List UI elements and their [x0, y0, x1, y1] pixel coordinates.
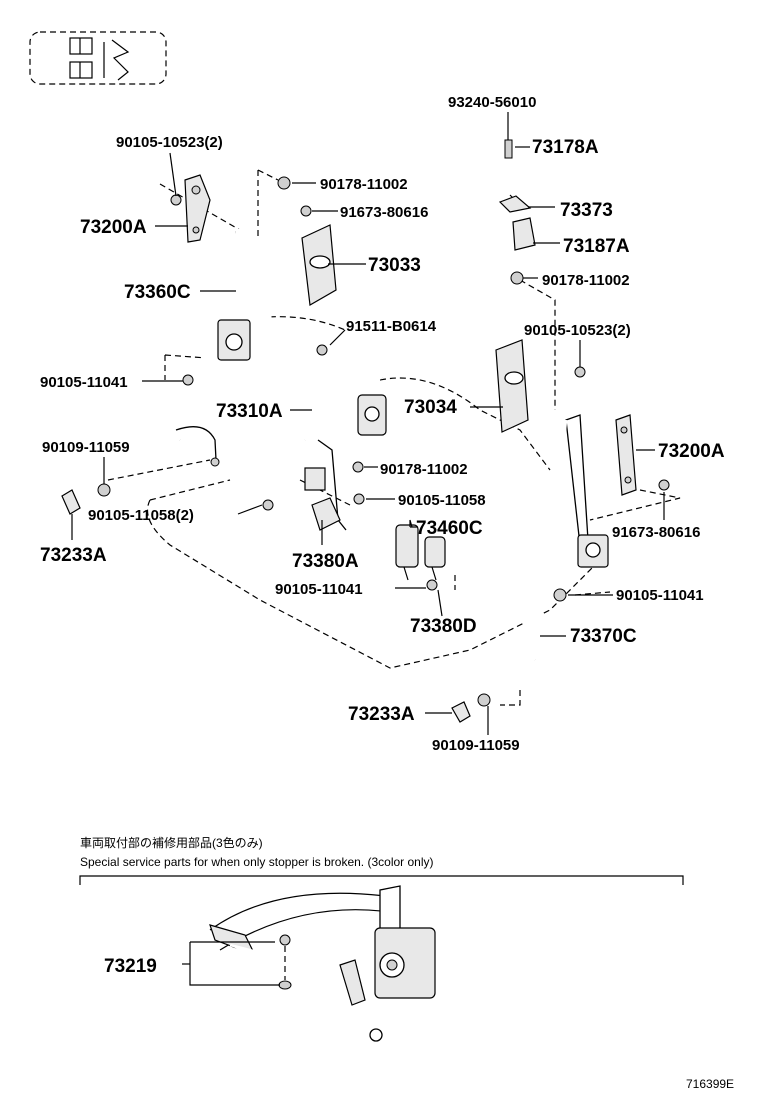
pillar-trim-73033 — [301, 224, 337, 306]
label-73380A: 73380A — [292, 551, 359, 572]
label-90105-11041-mid: 90105-11041 — [275, 581, 363, 598]
leader-lines — [71, 112, 665, 735]
label-73187A: 73187A — [563, 236, 630, 257]
label-90105-10523-right: 90105-10523(2) — [524, 322, 631, 339]
label-90105-10523-left: 90105-10523(2) — [116, 134, 223, 151]
center-belt-assembly — [303, 362, 387, 531]
part-labels: 93240-56010 73178A 73373 73187A 90178-11… — [40, 94, 725, 754]
label-90109-11059-bottom: 90109-11059 — [432, 737, 520, 754]
label-73033: 73033 — [368, 255, 421, 276]
label-93240-56010: 93240-56010 — [448, 94, 536, 111]
note-japanese: 車両取付部の補修用部品(3色のみ) — [80, 835, 263, 850]
label-73373: 73373 — [560, 200, 613, 221]
label-73360C: 73360C — [124, 282, 191, 303]
pillar-trim-73034 — [495, 339, 529, 433]
label-90178-11002-mid: 90178-11002 — [380, 461, 468, 478]
label-73034: 73034 — [404, 397, 457, 418]
roof-anchor-parts — [498, 139, 536, 285]
label-90178-11002-left: 90178-11002 — [320, 176, 408, 193]
stopper-detail-inset: 73219 — [104, 885, 436, 1042]
label-91511-B0614: 91511-B0614 — [346, 318, 437, 335]
label-90109-11059-left: 90109-11059 — [42, 439, 130, 456]
right-shoulder-belt-assembly — [507, 414, 637, 661]
label-90105-11041-left: 90105-11041 — [40, 374, 128, 391]
label-73233A-left: 73233A — [40, 545, 107, 566]
label-73200A-right: 73200A — [658, 441, 725, 462]
label-73380D: 73380D — [410, 616, 477, 637]
label-91673-80616-right: 91673-80616 — [612, 524, 700, 541]
label-73200A-left: 73200A — [80, 217, 147, 238]
label-73310A: 73310A — [216, 401, 283, 422]
diagram-id: 716399E — [686, 1077, 734, 1091]
label-73460C: 73460C — [416, 518, 483, 539]
label-73219: 73219 — [104, 956, 157, 977]
note-english: Special service parts for when only stop… — [80, 855, 434, 869]
buckle-parts — [395, 524, 446, 581]
label-90178-11002-right: 90178-11002 — [542, 272, 630, 289]
label-73178A: 73178A — [532, 137, 599, 158]
label-73233A-bottom: 73233A — [348, 704, 415, 725]
vehicle-locator-icon — [29, 31, 167, 85]
label-90105-11041-right: 90105-11041 — [616, 587, 704, 604]
fasteners — [61, 176, 670, 723]
label-90105-11058-2: 90105-11058(2) — [88, 507, 194, 524]
label-91673-80616-top: 91673-80616 — [340, 204, 428, 221]
left-shoulder-belt-assembly — [175, 174, 274, 467]
label-73370C: 73370C — [570, 626, 637, 647]
service-parts-note: 車両取付部の補修用部品(3色のみ) Special service parts … — [79, 835, 684, 885]
label-90105-11058: 90105-11058 — [398, 492, 486, 509]
